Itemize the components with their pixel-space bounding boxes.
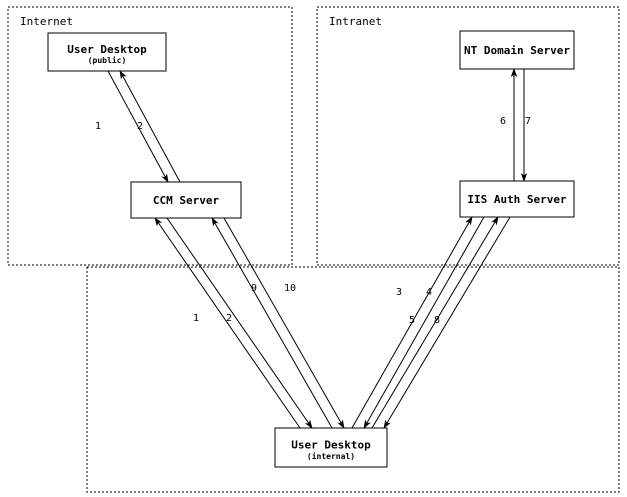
flow-arrow-flow-4 [363, 216, 485, 429]
flow-arrow-flow-2-internal [166, 217, 313, 429]
node-user-desktop-internal[interactable]: User Desktop(internal) [274, 427, 388, 468]
flow-step-label-flow-2-internal: 2 [226, 313, 232, 324]
zone-label-internet: Internet [20, 15, 73, 28]
flow-step-label-flow-3: 3 [396, 287, 402, 298]
node-ccm-server[interactable]: CCM Server [130, 181, 242, 219]
flow-arrow-flow-5 [371, 216, 499, 429]
node-title-ccm-server: CCM Server [153, 194, 220, 207]
flow-step-label-flow-8: 8 [434, 315, 440, 326]
node-iis-auth-server[interactable]: IIS Auth Server [459, 180, 575, 218]
node-title-nt-domain-server: NT Domain Server [464, 44, 570, 57]
flow-arrow-flow-10 [223, 217, 345, 429]
node-box-user-desktop-public[interactable] [47, 32, 167, 72]
flow-step-label-flow-2-public: 2 [137, 121, 143, 132]
zone-boundary-internet [7, 6, 293, 266]
node-box-ccm-server[interactable] [130, 181, 242, 219]
flow-step-label-flow-9: 9 [251, 283, 257, 294]
flow-step-label-flow-1-internal: 1 [193, 313, 199, 324]
flow-step-label-flow-5: 5 [409, 315, 415, 326]
node-title-user-desktop-internal: User Desktop [291, 439, 371, 452]
flow-arrow-flow-1-internal [154, 217, 301, 429]
flow-step-label-flow-10: 10 [284, 283, 296, 294]
flow-arrow-flow-3 [351, 216, 473, 429]
flow-labels-layer: 1 2 6 7 1 2 9 10 3 4 5 8 [95, 116, 531, 326]
flows-layer [107, 68, 528, 429]
zones-layer: Internet Intranet [7, 6, 620, 493]
node-title-user-desktop-public: User Desktop [67, 43, 147, 56]
flow-step-label-flow-1-public: 1 [95, 121, 101, 132]
zone-internal [86, 266, 620, 493]
zone-boundary-internal [86, 266, 620, 493]
node-box-iis-auth-server[interactable] [459, 180, 575, 218]
node-user-desktop-public[interactable]: User Desktop(public) [47, 32, 167, 72]
zone-intranet: Intranet [316, 6, 620, 266]
flow-step-label-flow-7: 7 [525, 116, 531, 127]
node-title-iis-auth-server: IIS Auth Server [467, 193, 567, 206]
flow-arrow-flow-1-public [107, 70, 169, 183]
flow-arrow-flow-9 [211, 217, 333, 429]
zone-label-intranet: Intranet [329, 15, 382, 28]
flow-step-label-flow-4: 4 [426, 287, 432, 298]
node-subtitle-user-desktop-internal: (internal) [307, 451, 355, 461]
flow-arrow-flow-8 [383, 216, 511, 429]
node-subtitle-user-desktop-public: (public) [88, 55, 127, 65]
flow-step-label-flow-6: 6 [500, 116, 506, 127]
node-box-nt-domain-server[interactable] [459, 30, 575, 70]
zone-internet: Internet [7, 6, 293, 266]
node-nt-domain-server[interactable]: NT Domain Server [459, 30, 575, 70]
flow-arrow-flow-2-public [119, 70, 181, 183]
node-box-user-desktop-internal[interactable] [274, 427, 388, 468]
